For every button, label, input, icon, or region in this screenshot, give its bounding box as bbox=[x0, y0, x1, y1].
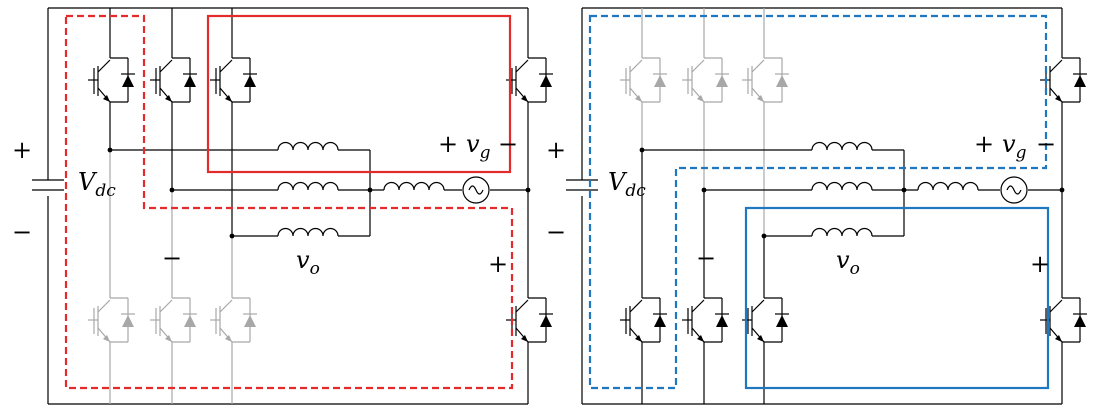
inductor-3 bbox=[277, 227, 339, 237]
inductor-grid bbox=[917, 181, 979, 191]
switch-bottom-leg2 bbox=[149, 285, 198, 355]
dc-voltage-label: Vdc bbox=[608, 168, 646, 201]
grid-voltage-label: vg bbox=[1002, 130, 1027, 163]
output-voltage-label: vo bbox=[836, 246, 860, 279]
dc-minus-sign: − bbox=[546, 218, 566, 246]
current-loop-dashed bbox=[588, 14, 1048, 390]
inductor-2 bbox=[277, 181, 339, 191]
grid-voltage-label: vg bbox=[466, 130, 491, 163]
switch-top-right bbox=[505, 45, 554, 115]
ac-grid-source bbox=[462, 176, 490, 204]
switch-top-leg2 bbox=[681, 45, 730, 115]
dc-capacitor bbox=[566, 179, 598, 191]
grid-plus-sign: + bbox=[438, 130, 458, 158]
grid-minus-sign: − bbox=[1036, 130, 1056, 158]
inductor-2 bbox=[811, 181, 873, 191]
current-loop-dashed bbox=[64, 14, 514, 390]
switch-top-leg2 bbox=[149, 45, 198, 115]
dc-minus-sign: − bbox=[12, 218, 32, 246]
dc-plus-sign: + bbox=[546, 136, 566, 164]
switch-top-leg1 bbox=[87, 45, 136, 115]
switch-bottom-leg1 bbox=[619, 285, 668, 355]
switch-bottom-leg3 bbox=[741, 285, 790, 355]
output-voltage-label: vo bbox=[296, 246, 320, 279]
output-minus-sign: − bbox=[162, 244, 182, 272]
dc-plus-sign: + bbox=[12, 136, 32, 164]
grid-minus-sign: − bbox=[498, 130, 518, 158]
inductor-1 bbox=[811, 141, 873, 151]
inductor-grid bbox=[383, 181, 445, 191]
inductor-3 bbox=[811, 227, 873, 237]
switch-bottom-leg3 bbox=[209, 285, 258, 355]
switch-top-leg3 bbox=[209, 45, 258, 115]
current-loop-solid bbox=[744, 206, 1050, 390]
grid-plus-sign: + bbox=[974, 130, 994, 158]
right-circuit: + − Vdc + vg − vo − + bbox=[546, 7, 1088, 405]
switch-bottom-leg2 bbox=[681, 285, 730, 355]
dc-capacitor bbox=[32, 179, 64, 191]
switch-top-leg1 bbox=[619, 45, 668, 115]
output-plus-sign: + bbox=[1030, 250, 1050, 278]
output-minus-sign: − bbox=[696, 244, 716, 272]
switch-top-leg3 bbox=[741, 45, 790, 115]
ac-grid-source bbox=[1000, 176, 1028, 204]
inductor-1 bbox=[277, 141, 339, 151]
switch-bottom-leg1 bbox=[87, 285, 136, 355]
left-circuit: + − Vdc + vg − vo − + bbox=[12, 7, 554, 405]
current-loop-solid bbox=[206, 14, 512, 174]
dc-voltage-label: Vdc bbox=[78, 168, 116, 201]
output-plus-sign: + bbox=[488, 250, 508, 278]
